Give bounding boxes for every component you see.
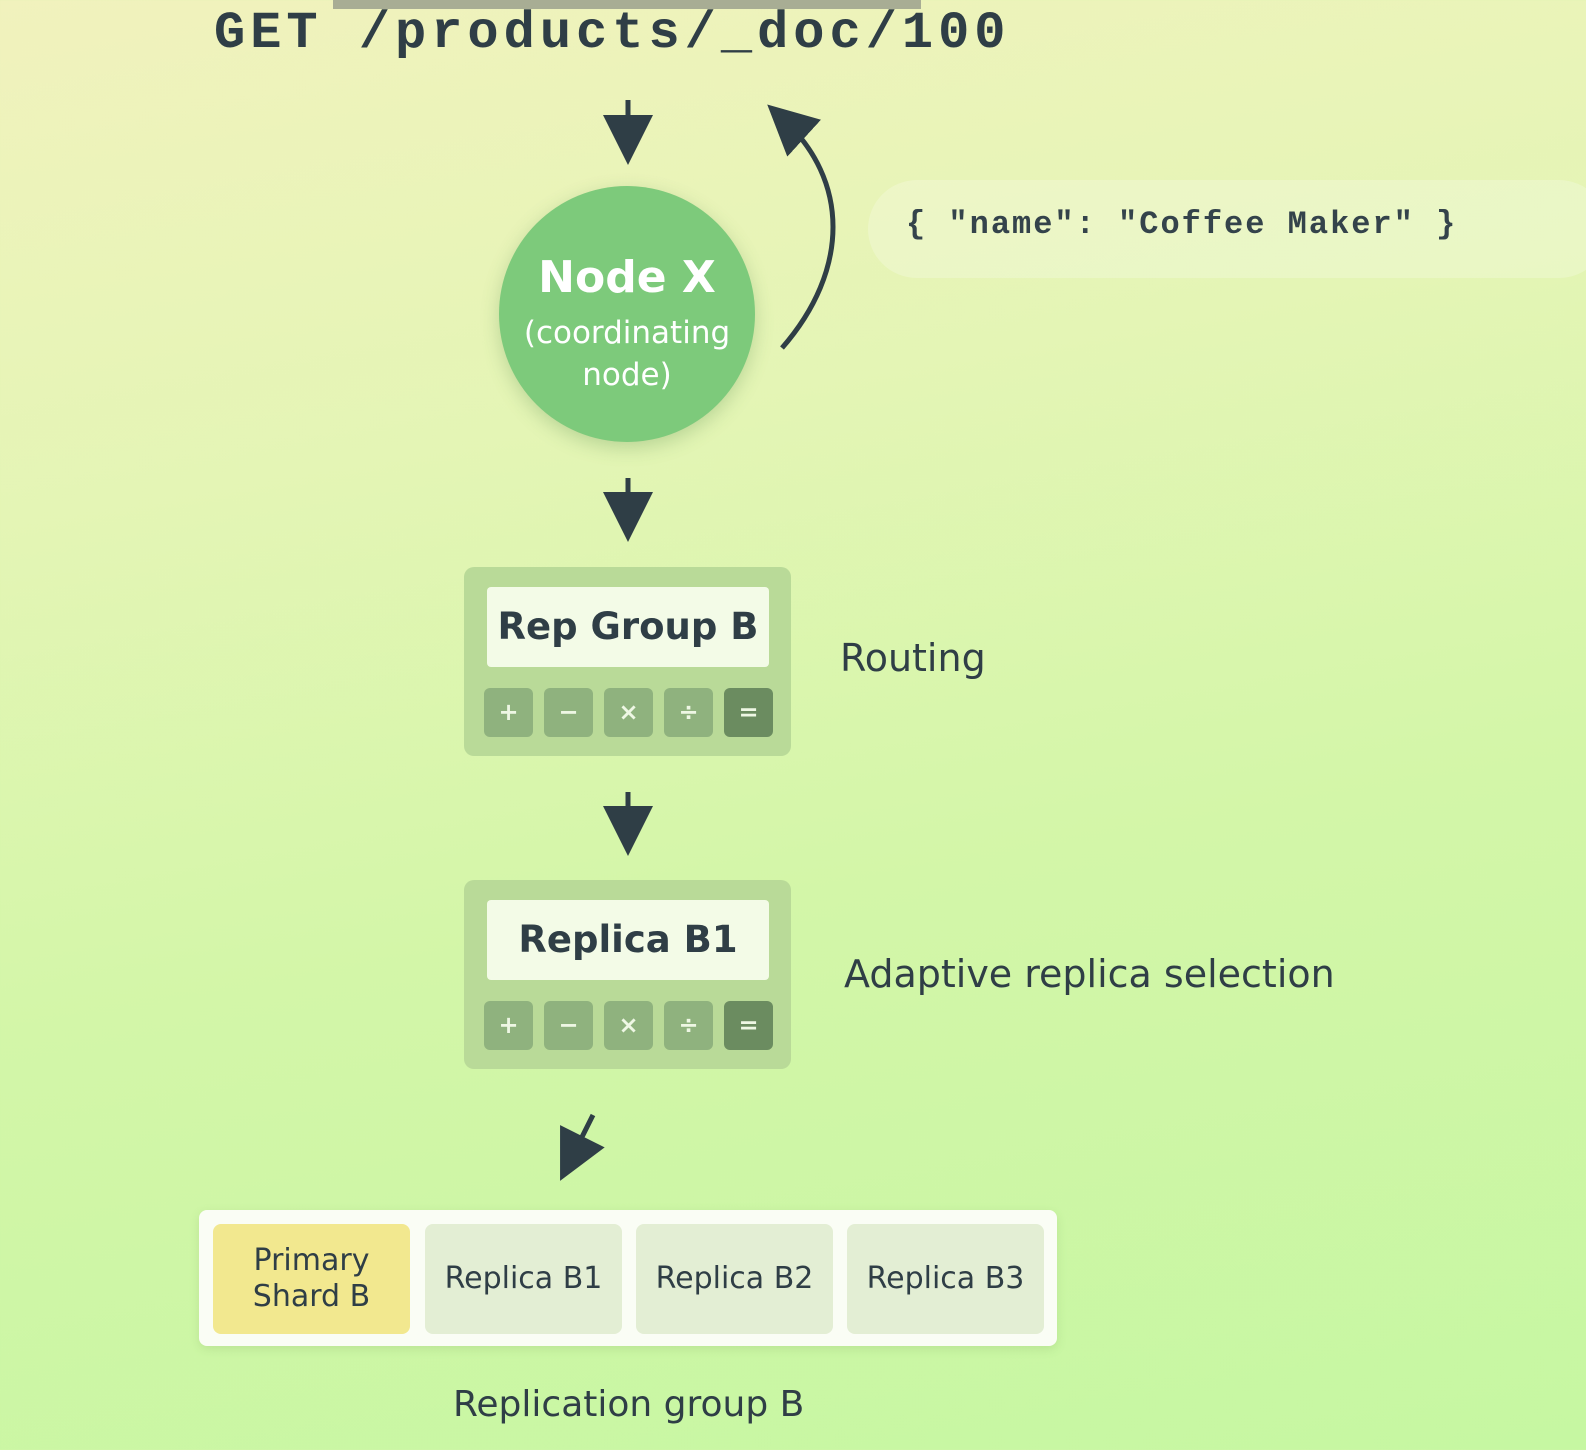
minus-icon: − [544,688,593,737]
replica-label: Replica B1 [487,900,769,980]
divide-icon: ÷ [664,688,713,737]
replica-shard-b3: Replica B3 [847,1224,1044,1334]
plus-icon: + [484,1001,533,1050]
response-bubble: { "name": "Coffee Maker" } [868,180,1586,278]
routing-label: Routing [840,636,986,680]
divide-icon: ÷ [664,1001,713,1050]
multiply-icon: × [604,1001,653,1050]
arrow-replica-to-group [560,1113,605,1181]
plus-icon: + [484,688,533,737]
primary-shard: Primary Shard B [213,1224,410,1334]
node-subtitle-line1: (coordinating [523,315,731,351]
equals-icon: = [724,688,773,737]
primary-shard-line1: Primary [253,1243,370,1278]
top-scroll-bar [333,0,921,9]
replica-shard-b2: Replica B2 [636,1224,833,1334]
minus-icon: − [544,1001,593,1050]
rep-group-box: Rep Group B + − × ÷ = [464,567,791,756]
replication-group-caption: Replication group B [453,1384,805,1425]
arrow-response-curve [767,104,836,350]
replica-box: Replica B1 + − × ÷ = [464,880,791,1069]
primary-shard-line2: Shard B [252,1279,371,1314]
node-title: Node X [538,252,716,303]
multiply-icon: × [604,688,653,737]
node-subtitle: (coordinating node) [517,312,737,396]
adaptive-replica-selection-label: Adaptive replica selection [844,952,1335,996]
response-text: { "name": "Coffee Maker" } [906,206,1458,243]
rep-group-label: Rep Group B [487,587,769,667]
coordinating-node: Node X (coordinating node) [499,186,755,442]
node-subtitle-line2: node) [582,357,672,393]
rep-group-ops: + − × ÷ = [484,688,773,737]
replication-group-box: Primary Shard B Replica B1 Replica B2 Re… [199,1210,1057,1346]
equals-icon: = [724,1001,773,1050]
replica-shard-b1: Replica B1 [425,1224,622,1334]
request-text: GET /products/_doc/100 [214,4,1011,63]
replica-ops: + − × ÷ = [484,1001,773,1050]
